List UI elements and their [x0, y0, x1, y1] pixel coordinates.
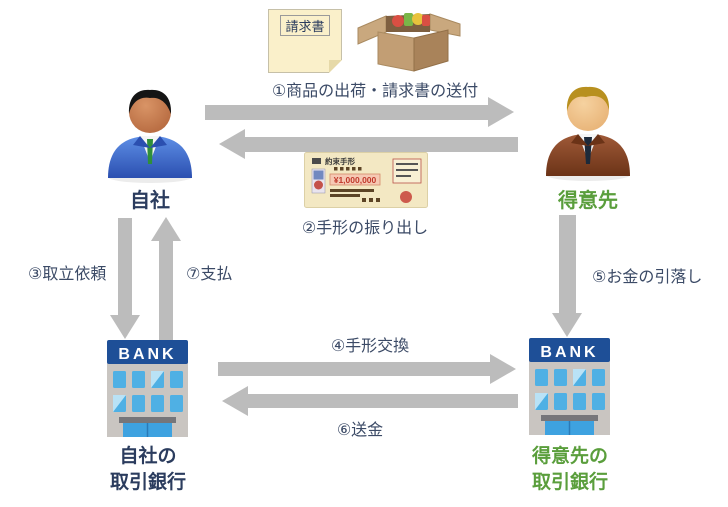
customer-label: 得意先 — [558, 190, 618, 212]
invoice-note-label: 請求書 — [280, 15, 330, 36]
customer-bank-label-line1: 得意先の — [531, 446, 608, 467]
step2-label: ②手形の振り出し — [301, 220, 429, 237]
customer-bank-icon: BANK — [529, 338, 610, 435]
goods-box-icon — [357, 13, 461, 72]
customer-bank-label-line2: 取引銀行 — [531, 472, 608, 493]
bank-sign: BANK — [118, 346, 176, 363]
bill-title: 約束手形 — [325, 156, 355, 166]
promissory-note-icon: 約束手形 ¥1,000,000 — [304, 152, 428, 208]
company-label: 自社 — [130, 190, 170, 212]
customer-person-icon — [546, 86, 630, 181]
company-bank-label-line2: 取引銀行 — [109, 472, 186, 493]
step1-label: ①商品の出荷・請求書の送付 — [271, 83, 479, 100]
customer-bank-label: 得意先の 取引銀行 — [508, 444, 632, 496]
step7-label: ⑦支払 — [186, 266, 233, 283]
company-bank-label: 自社の 取引銀行 — [86, 444, 210, 496]
step5-label: ⑤お金の引落し — [592, 269, 703, 286]
step6-label: ⑥送金 — [336, 422, 384, 439]
company-bank-icon: BANK — [107, 340, 188, 437]
company-person-icon — [108, 89, 192, 183]
note-fold-corner-icon — [329, 60, 342, 73]
step4-label: ④手形交換 — [330, 338, 410, 355]
bill-amount: ¥1,000,000 — [334, 175, 377, 185]
company-bank-label-line1: 自社の — [119, 446, 177, 467]
invoice-note: 請求書 — [268, 9, 342, 73]
step3-label: ③取立依頼 — [28, 266, 107, 283]
bank-sign: BANK — [540, 344, 598, 361]
